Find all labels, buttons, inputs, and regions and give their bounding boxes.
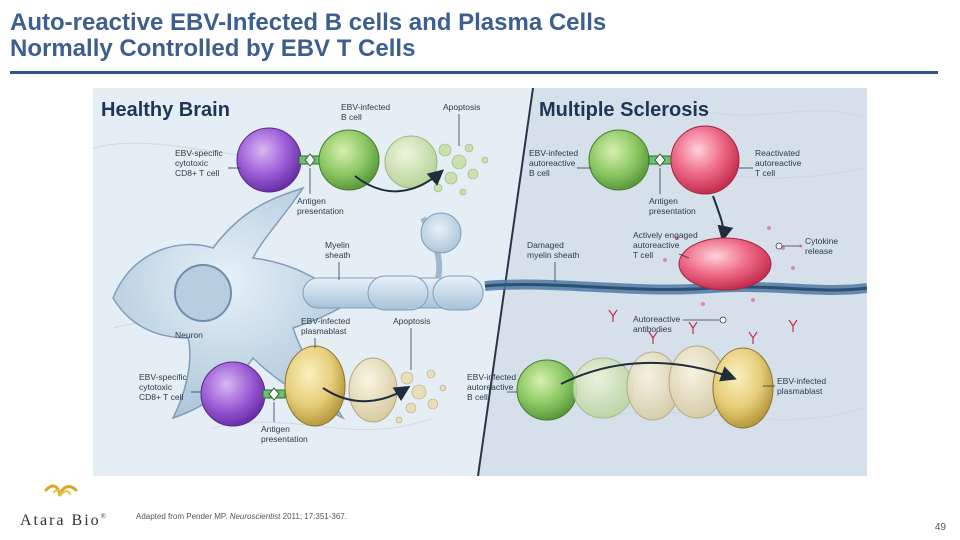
neuron-nucleus bbox=[174, 264, 232, 322]
autoreactive-antibodies bbox=[608, 309, 798, 344]
atara-logo-text: Atara Bio® bbox=[20, 512, 108, 529]
active-t-cell bbox=[678, 237, 772, 291]
reactivated-t-cell bbox=[670, 125, 740, 195]
ms-antigen-marker bbox=[654, 153, 666, 167]
myelinated-axon bbox=[302, 212, 484, 311]
title-divider bbox=[10, 71, 938, 74]
label-neuron: Neuron bbox=[175, 330, 203, 340]
myelin-segment bbox=[432, 275, 484, 311]
oligodendrocyte bbox=[420, 212, 462, 254]
myelin-segment bbox=[367, 275, 429, 311]
ebv-b-cell bbox=[318, 129, 380, 191]
page-number: 49 bbox=[934, 522, 946, 533]
ms-plasmablast bbox=[712, 347, 774, 429]
label-cytokine: Cytokine release bbox=[805, 236, 840, 256]
slide-title-line2: Normally Controlled by EBV T Cells bbox=[10, 35, 416, 62]
label-ebv-b-cell: EBV-infected B cell bbox=[341, 102, 393, 122]
label-myelin: Myelin sheath bbox=[325, 240, 352, 260]
differentiation-arrow bbox=[560, 361, 737, 385]
citation: Adapted from Pender MP. Neuroscientist 2… bbox=[136, 512, 347, 521]
left-labels: EBV-specific cytotoxic CD8+ T cell EBV-i… bbox=[139, 102, 480, 444]
label-ms-antigen: Antigen presentation bbox=[649, 196, 696, 216]
antigen-marker-bottom bbox=[268, 387, 280, 401]
apoptosis-arrow-top bbox=[354, 169, 445, 193]
illustration-svg: Healthy Brain Multiple Sclerosis bbox=[93, 88, 867, 476]
label-reactivated-t: Reactivated autoreactive T cell bbox=[755, 148, 804, 178]
label-auto-b-bottom: EBV-infected autoreactive B cell bbox=[467, 372, 519, 402]
apoptotic-bodies bbox=[433, 143, 489, 196]
ebv-plasmablast bbox=[284, 345, 346, 427]
label-plasmablast: EBV-infected plasmablast bbox=[301, 316, 353, 336]
apoptosis-arrow-bottom bbox=[322, 385, 411, 403]
apoptotic-b-cell bbox=[384, 135, 438, 189]
label-antibodies: Autoreactive antibodies bbox=[633, 314, 683, 334]
auto-b-cell-top bbox=[588, 129, 650, 191]
label-antigen-bottom: Antigen presentation bbox=[261, 424, 308, 444]
cytotoxic-t-cell-bottom bbox=[200, 361, 266, 427]
apoptotic-bodies-bottom bbox=[395, 369, 447, 424]
label-antigen-top: Antigen presentation bbox=[297, 196, 344, 216]
atara-logo-mark bbox=[44, 484, 78, 497]
label-auto-b-top: EBV-infected autoreactive B cell bbox=[529, 148, 581, 178]
cytotoxic-t-cell bbox=[236, 127, 302, 193]
label-ebv-ctl-bottom: EBV-specific cytotoxic CD8+ T cell bbox=[139, 372, 189, 402]
label-active-t: Actively engaged autoreactive T cell bbox=[633, 230, 700, 260]
pathology-illustration: Healthy Brain Multiple Sclerosis bbox=[93, 88, 867, 476]
slide-title-line1: Auto-reactive EBV-Infected B cells and P… bbox=[10, 9, 607, 36]
label-damaged-myelin: Damaged myelin sheath bbox=[527, 240, 580, 260]
right-labels: EBV-infected autoreactive B cell Reactiv… bbox=[467, 148, 840, 402]
b-cell-transitional bbox=[572, 357, 634, 419]
apoptotic-plasmablast bbox=[348, 357, 398, 423]
activation-arrow bbox=[712, 195, 734, 242]
damaged-axon bbox=[484, 282, 867, 292]
auto-b-cell-bottom bbox=[516, 359, 578, 421]
label-apoptosis-bottom: Apoptosis bbox=[393, 316, 430, 326]
label-ebv-ctl-top: EBV-specific cytotoxic CD8+ T cell bbox=[175, 148, 225, 178]
label-apoptosis-top: Apoptosis bbox=[443, 102, 480, 112]
healthy-brain-heading: Healthy Brain bbox=[101, 99, 230, 121]
antigen-marker bbox=[304, 153, 316, 167]
ms-heading: Multiple Sclerosis bbox=[539, 99, 709, 121]
ctl-top bbox=[236, 127, 302, 193]
slide-title: Auto-reactive EBV-Infected B cells and P… bbox=[10, 10, 606, 62]
label-ms-plasmablast: EBV-infected plasmablast bbox=[777, 376, 829, 396]
